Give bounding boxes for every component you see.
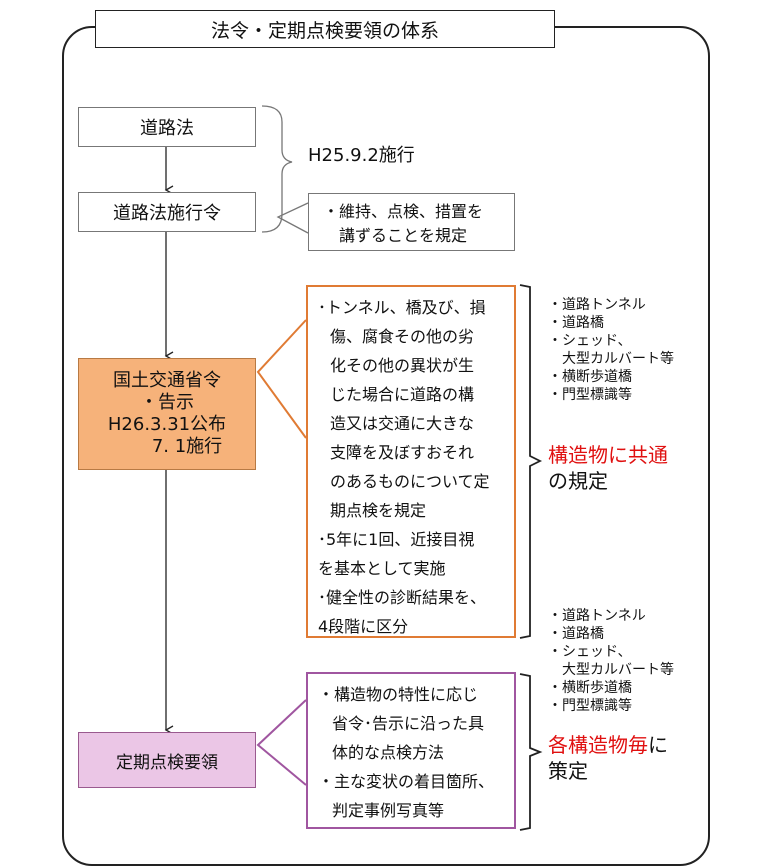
ordinance-line: 4段階に区分	[318, 617, 409, 636]
ordinance-line: を基本として実施	[318, 559, 446, 578]
enforcement-date: H25.9.2施行	[308, 145, 415, 166]
callout-ministerial	[256, 319, 307, 439]
ordinance-line: ･トンネル、橋及び、損	[318, 298, 486, 317]
structure-item: ・横断歩道橋	[548, 680, 632, 696]
structure-item: ・道路トンネル	[548, 297, 646, 313]
structure-item: ・シェッド、	[548, 333, 632, 349]
guideline-line: 体的な点検方法	[332, 743, 445, 762]
ministerial-line: ・告示	[140, 392, 194, 413]
callout-guideline	[256, 699, 307, 786]
structure-item: ・門型標識等	[548, 387, 632, 403]
order-note-box: ・維持、点検、措置を 講ずることを規定	[308, 193, 515, 251]
structure-item: ・道路橋	[548, 626, 604, 642]
brace-law	[261, 105, 293, 233]
order-note-line: 講ずることを規定	[339, 226, 468, 245]
each-structure-label: 各構造物毎に 策定	[548, 732, 668, 784]
guideline-line: 省令･告示に沿った具	[332, 714, 485, 733]
structure-item: ・道路橋	[548, 315, 604, 331]
structure-item: 大型カルバート等	[562, 351, 674, 367]
structure-item: 大型カルバート等	[562, 662, 674, 678]
ordinance-line: 傷、腐食その他の劣	[330, 327, 475, 346]
guideline-line: ・構造物の特性に応じ	[318, 685, 479, 704]
ordinance-line: 造又は交通に大きな	[330, 414, 475, 433]
page-title: 法令・定期点検要領の体系	[95, 10, 555, 48]
common-label-red: 構造物に共通	[548, 443, 668, 467]
road-law-box: 道路法	[78, 107, 256, 147]
ministerial-line: 7. 1施行	[151, 436, 223, 457]
ordinance-line: ･健全性の診断結果を、	[318, 588, 487, 607]
ordinance-line: ･5年に1回、近接目視	[318, 530, 475, 549]
order-note-line: ・維持、点検、措置を	[323, 202, 484, 221]
ordinance-line: 支障を及ぼすおそれ	[330, 443, 475, 462]
guideline-line: ・主な変状の着目箇所、	[318, 772, 495, 791]
structure-item: ・門型標識等	[548, 698, 632, 714]
each-label-black-line2: 策定	[548, 759, 588, 783]
inspection-guideline-box: 定期点検要領	[78, 732, 256, 788]
structure-item: ・道路トンネル	[548, 608, 646, 624]
road-law-order-box: 道路法施行令	[78, 192, 256, 232]
callout-order-note	[276, 202, 309, 234]
common-regulation-label: 構造物に共通 の規定	[548, 442, 668, 494]
guideline-line: 判定事例写真等	[332, 801, 445, 820]
ministerial-line: H26.3.31公布	[107, 414, 227, 435]
structure-list-bottom: ・道路トンネル ・道路橋 ・シェッド、 大型カルバート等 ・横断歩道橋 ・門型標…	[548, 607, 674, 715]
each-label-black: に	[648, 733, 668, 757]
bracket-purple	[519, 673, 543, 831]
common-label-black: の規定	[548, 469, 608, 493]
structure-item: ・横断歩道橋	[548, 369, 632, 385]
structure-list-top: ・道路トンネル ・道路橋 ・シェッド、 大型カルバート等 ・横断歩道橋 ・門型標…	[548, 296, 674, 404]
ordinance-line: 期点検を規定	[330, 501, 427, 520]
structure-item: ・シェッド、	[548, 644, 632, 660]
guideline-content-box: ・構造物の特性に応じ 省令･告示に沿った具 体的な点検方法 ・主な変状の着目箇所…	[306, 672, 516, 829]
ministerial-line: 国土交通省令	[113, 370, 221, 391]
ordinance-line: じた場合に道路の構	[330, 385, 475, 404]
ministerial-ordinance-box: 国土交通省令 ・告示 H26.3.31公布 7. 1施行	[78, 358, 256, 470]
each-label-red: 各構造物毎	[548, 733, 648, 757]
bracket-orange	[519, 284, 543, 639]
ordinance-line: 化その他の異状が生	[330, 356, 475, 375]
ordinance-line: のあるものについて定	[330, 472, 490, 491]
ordinance-content-box: ･トンネル、橋及び、損 傷、腐食その他の劣 化その他の異状が生 じた場合に道路の…	[306, 285, 516, 638]
